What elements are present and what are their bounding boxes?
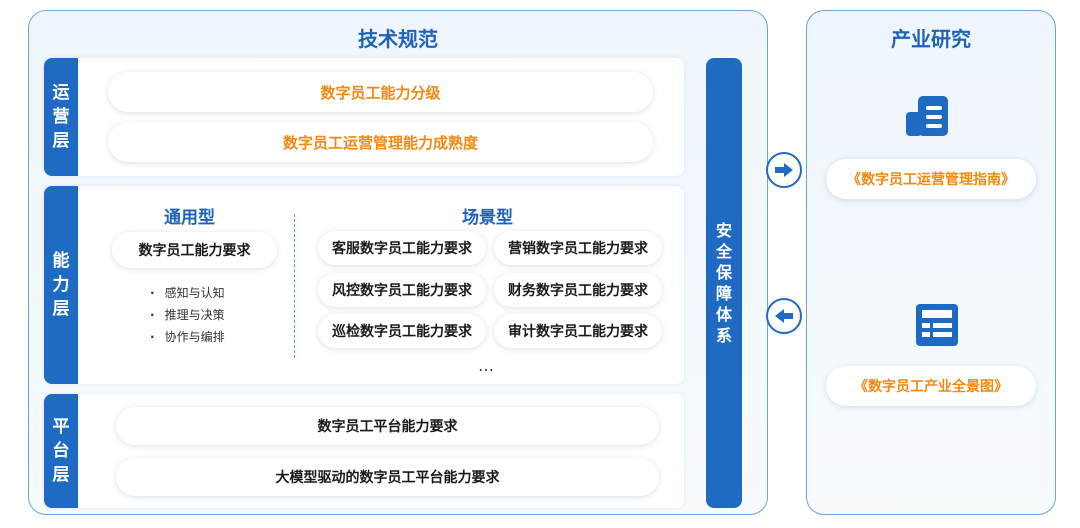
industry-landscape-item: 《数字员工产业全景图》 [826, 366, 1036, 406]
security-char: 保 [715, 263, 732, 282]
capability-grading-item: 数字员工能力分级 [108, 72, 653, 112]
platform-tab-char: 层 [52, 465, 70, 485]
arrow-left-icon [766, 298, 802, 334]
security-char: 系 [715, 326, 732, 345]
security-system-bar: 安 全 保 障 体 系 [706, 58, 742, 508]
ops-tab-char: 层 [52, 131, 70, 151]
platform-layer-tab: 平 台 层 [44, 394, 78, 508]
scenario-item: 财务数字员工能力要求 [494, 273, 662, 307]
bullet-item: 协作与编排 [150, 326, 225, 348]
more-ellipsis: … [478, 356, 496, 375]
industry-research-title: 产业研究 [891, 27, 971, 51]
scenario-item: 客服数字员工能力要求 [318, 231, 486, 265]
scenario-item: 审计数字员工能力要求 [494, 314, 662, 348]
platform-capability-item: 数字员工平台能力要求 [116, 407, 659, 445]
platform-tab-char: 台 [52, 441, 70, 461]
scenario-item: 巡检数字员工能力要求 [318, 314, 486, 348]
platform-tab-char: 平 [52, 417, 70, 437]
general-bullets: 感知与认知 推理与决策 协作与编排 [150, 282, 225, 348]
bullet-item: 感知与认知 [150, 282, 225, 304]
arrow-right-icon [766, 152, 802, 188]
general-capability-item: 数字员工能力要求 [112, 232, 277, 268]
scenario-type-title: 场景型 [462, 208, 513, 228]
general-type-title: 通用型 [164, 208, 215, 228]
security-char: 全 [715, 242, 732, 261]
security-char: 障 [715, 284, 732, 303]
scenario-item: 营销数字员工能力要求 [494, 231, 662, 265]
dashboard-icon [914, 302, 960, 352]
capability-layer-tab: 能 力 层 [44, 186, 78, 384]
industry-research-panel: 产业研究 [806, 10, 1056, 515]
ops-maturity-item: 数字员工运营管理能力成熟度 [108, 122, 653, 162]
security-char: 体 [715, 305, 732, 324]
document-icon [904, 94, 958, 142]
bullet-item: 推理与决策 [150, 304, 225, 326]
capability-tab-char: 力 [52, 275, 70, 295]
llm-platform-capability-item: 大模型驱动的数字员工平台能力要求 [116, 458, 659, 496]
scenario-item: 风控数字员工能力要求 [318, 273, 486, 307]
security-char: 安 [715, 221, 732, 240]
type-divider [294, 214, 295, 358]
ops-management-guide-item: 《数字员工运营管理指南》 [826, 159, 1036, 199]
capability-tab-char: 能 [52, 251, 70, 271]
ops-tab-char: 运 [52, 83, 70, 103]
ops-tab-char: 营 [52, 107, 70, 127]
ops-layer-tab: 运 营 层 [44, 58, 78, 176]
capability-tab-char: 层 [52, 299, 70, 319]
tech-spec-title: 技术规范 [358, 27, 438, 51]
